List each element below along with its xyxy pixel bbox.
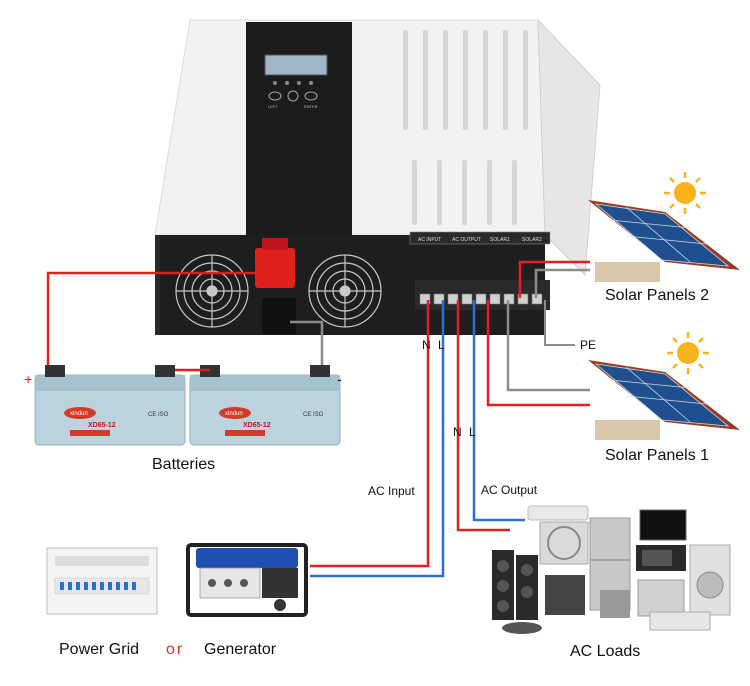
ac-loads-appliances (492, 505, 731, 634)
label-solar-panels-2: Solar Panels 2 (605, 287, 710, 304)
solar2-negative-wire (534, 268, 590, 298)
battery-1: xindun CE ISO XD65-12 (34, 365, 186, 446)
cooling-fan-left (175, 254, 249, 328)
solar1-negative-wire (506, 300, 590, 392)
battery-1-brand: xindun (70, 411, 88, 417)
label-battery-plus: + (24, 371, 33, 387)
battery-1-model: XD65-12 (88, 422, 116, 429)
terminal-label-ac-input: AC INPUT (418, 237, 441, 243)
label-batteries: Batteries (152, 456, 216, 473)
battery-2-cert: CE ISO (303, 412, 324, 418)
wires (46, 260, 590, 578)
label-ac-output-n: N (453, 425, 462, 439)
terminal-label-ac-output: AC OUTPUT (452, 237, 481, 243)
terminal-block: AC INPUT AC OUTPUT SOLAR1 SOLAR2 (409, 231, 551, 310)
power-grid-breaker-box (46, 547, 158, 615)
solar-house-2 (588, 200, 740, 282)
inverter: LEFT ENTER AC INPUT AC OUT (154, 18, 601, 335)
sun-icon-2 (667, 332, 709, 374)
control-buttons (268, 90, 318, 102)
label-ac-input: AC Input (368, 484, 415, 498)
sun-icon (664, 172, 706, 214)
battery-1-cert: CE ISO (148, 412, 169, 418)
label-ac-input-l: L (438, 338, 445, 352)
battery-negative-wire (290, 320, 324, 378)
battery-2: xindun CE ISO XD65-12 (189, 365, 341, 446)
label-pe: PE (580, 338, 597, 352)
battery-positive-wire (46, 271, 270, 378)
terminal-label-solar1: SOLAR1 (490, 237, 510, 243)
key-enter-label: ENTER (304, 104, 318, 109)
solar2-positive-wire (518, 260, 590, 298)
label-or: or (166, 641, 185, 658)
top-vents (403, 30, 528, 225)
pe-wire (544, 300, 575, 346)
solar-house-1 (588, 360, 740, 440)
battery-2-model: XD65-12 (243, 422, 271, 429)
label-generator: Generator (204, 641, 277, 658)
cooling-fan-right (308, 254, 382, 328)
ac-output-neutral-wire (472, 300, 525, 522)
label-ac-output-l: L (469, 425, 476, 439)
label-battery-minus: - (337, 371, 342, 387)
key-left-label: LEFT (268, 104, 278, 109)
label-solar-panels-1: Solar Panels 1 (605, 447, 710, 464)
label-power-grid: Power Grid (59, 641, 140, 658)
label-ac-output: AC Output (481, 483, 538, 497)
terminal-label-solar2: SOLAR2 (522, 237, 542, 243)
generator (186, 543, 308, 617)
ac-input-line-wire (310, 300, 430, 568)
battery-breaker (255, 238, 296, 334)
solar1-positive-wire (486, 300, 590, 407)
battery-2-brand: xindun (225, 411, 243, 417)
label-ac-loads: AC Loads (570, 643, 641, 660)
ac-input-neutral-wire (310, 300, 445, 578)
label-ac-input-n: N (422, 338, 431, 352)
lcd-screen (264, 54, 328, 76)
ac-output-line-wire (456, 300, 510, 532)
